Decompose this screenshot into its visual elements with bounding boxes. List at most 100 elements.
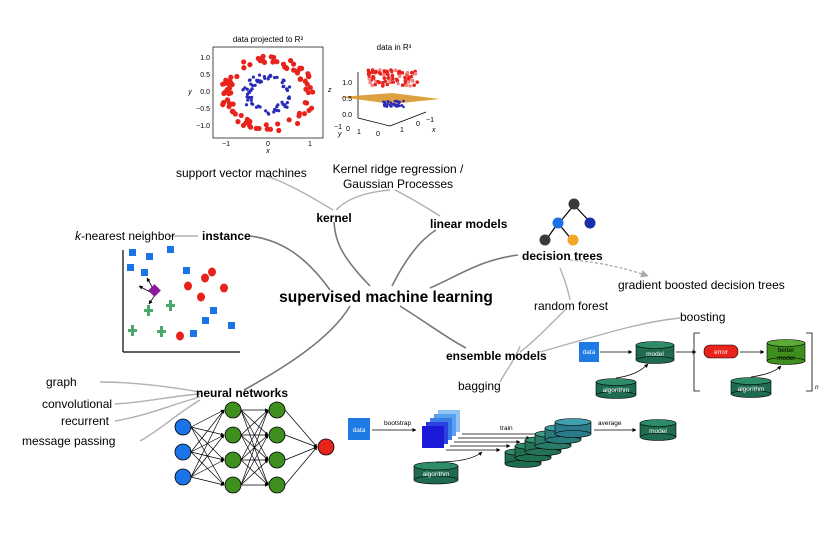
- r3-outer-point: [391, 76, 395, 81]
- bag-final-model-cylinder: [639, 419, 677, 441]
- r3-outer-point: [373, 82, 378, 87]
- outer-point: [228, 90, 234, 96]
- r3-outer-point: [412, 83, 416, 87]
- r3-outer-point: [385, 70, 389, 75]
- r3-inner-point: [390, 105, 393, 108]
- leaf-graph: [99, 381, 201, 393]
- category-ensemble-models: ensemble models: [446, 349, 547, 363]
- outer-point: [234, 73, 240, 80]
- nn-edge: [190, 434, 225, 478]
- tree-right-node: [584, 217, 596, 229]
- leaf-recurrent: [114, 396, 201, 422]
- outer-point: [287, 57, 294, 64]
- r3-inner-point: [387, 100, 390, 104]
- outer-point: [275, 121, 281, 127]
- outer-point: [247, 62, 253, 68]
- r3-zlabel: z: [327, 87, 332, 94]
- inner-point: [251, 102, 255, 106]
- outer-point: [260, 53, 266, 59]
- r3-inner-point: [383, 100, 386, 104]
- proj-xtick-1: −1: [222, 141, 230, 148]
- r3-outer-point: [396, 70, 401, 74]
- branch-neural: [243, 305, 351, 391]
- inner-point: [253, 83, 257, 87]
- outer-point: [296, 113, 302, 119]
- r3-floor-right: [389, 111, 427, 127]
- r3-ztick-3: 0.0: [342, 112, 352, 119]
- leaf-krr-linear: [394, 189, 441, 217]
- r3-outer-point: [400, 83, 405, 87]
- inner-point: [280, 81, 284, 85]
- outer-point: [276, 127, 282, 134]
- r3-ztick-2: 0.5: [342, 96, 352, 103]
- proj-ytick-3: 0.0: [200, 89, 210, 96]
- method-knn-k: k: [75, 229, 82, 243]
- outer-point: [260, 58, 267, 65]
- r3-outer-point: [400, 71, 405, 75]
- r3-inner-point: [385, 103, 388, 107]
- inner-point: [250, 95, 254, 100]
- proj-xtick-3: 1: [308, 141, 312, 148]
- leaf-rf-bagging: [519, 309, 566, 353]
- boost-algorithm-cylinder: [595, 378, 637, 399]
- inner-point: [272, 76, 277, 80]
- outer-point: [286, 117, 292, 123]
- inner-point: [281, 102, 285, 106]
- boost-model-cylinder: [635, 341, 675, 364]
- leaf-convolutional: [114, 393, 201, 405]
- branch-decision-trees: [429, 254, 519, 289]
- r3-ytick-3: 1: [357, 129, 361, 136]
- boost-data-label: data: [583, 349, 596, 356]
- method-bagging: bagging: [458, 379, 501, 393]
- outer-point: [306, 107, 312, 114]
- outer-point: [294, 120, 301, 127]
- r3-outer-point: [391, 80, 396, 84]
- outer-point: [227, 79, 233, 85]
- method-boosting: boosting: [680, 310, 725, 324]
- r3-outer-point: [386, 76, 390, 80]
- leaf-gbdt: [569, 259, 649, 278]
- nn-edge: [190, 409, 225, 478]
- outer-point: [256, 125, 262, 132]
- leaf-krr: [335, 189, 391, 211]
- bag-bootstrap-samples: [422, 410, 460, 448]
- r3-outer-point: [366, 70, 371, 74]
- nn-edge: [240, 434, 269, 486]
- inner-point: [272, 110, 276, 114]
- category-decision-trees: decision trees: [522, 249, 603, 263]
- r3-outer-point: [374, 69, 378, 74]
- nn-edge: [190, 476, 225, 486]
- proj-ytick-5: −1.0: [196, 123, 210, 130]
- bag-train-label: train: [500, 425, 513, 432]
- knn-query-point: [148, 284, 161, 297]
- category-instance: instance: [202, 229, 251, 243]
- bag-model-cylinder: [554, 418, 592, 438]
- boost-n-label: n: [815, 384, 819, 391]
- boost-error-box: [703, 344, 739, 359]
- outer-point: [301, 111, 308, 117]
- boost-bracket-right: [806, 332, 813, 392]
- r3-outer-point: [378, 68, 382, 72]
- bag-final-model-label: model: [649, 428, 667, 435]
- inner-point: [247, 90, 251, 94]
- r3-xtick-2: 1: [400, 127, 404, 134]
- r3-outer-point: [408, 84, 412, 88]
- r3-outer-point: [378, 72, 383, 76]
- tree-left-node: [552, 217, 564, 229]
- method-message-passing: message passing: [22, 434, 115, 448]
- inner-point: [243, 86, 247, 90]
- r3-outer-point: [390, 73, 395, 78]
- outer-point: [229, 109, 236, 115]
- branch-linear: [391, 229, 437, 287]
- proj-xlabel: x: [265, 148, 270, 155]
- r3-outer-point: [406, 77, 411, 81]
- boost-data-box: [579, 342, 599, 362]
- inner-point: [245, 95, 249, 99]
- inner-point: [258, 105, 262, 109]
- r3-xtick-4: −1: [426, 117, 434, 124]
- boost-better-label-1: better: [778, 347, 795, 354]
- nn-edge: [240, 459, 269, 486]
- outer-point: [284, 65, 290, 72]
- r3-outer-point: [370, 70, 375, 74]
